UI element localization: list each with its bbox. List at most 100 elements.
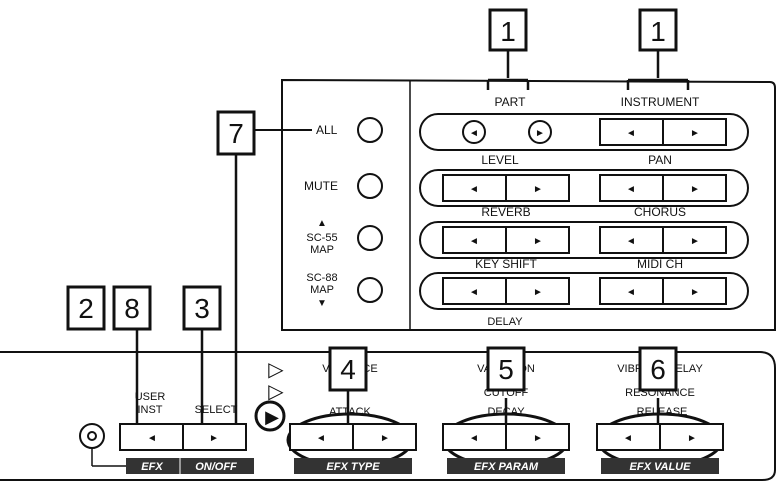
- reverb-buttons: ◄ ►: [442, 226, 570, 254]
- label-part: PART: [495, 95, 527, 109]
- efx-param-right-button[interactable]: ►: [533, 433, 543, 444]
- efx-value-buttons: ◄ ►: [596, 423, 724, 451]
- user-inst-button[interactable]: ◄: [147, 433, 157, 444]
- label-all: ALL: [316, 123, 338, 137]
- lower-panel: [0, 351, 776, 481]
- label-sc55-line1: SC-55: [306, 232, 337, 244]
- label-sc55-line2: MAP: [310, 244, 334, 256]
- label-delay: DELAY: [487, 316, 523, 328]
- instrument-right-button[interactable]: ►: [690, 128, 700, 139]
- svg-text:5: 5: [498, 354, 514, 385]
- callout-1-part: 1: [486, 8, 530, 90]
- up-arrow-icon: ▲: [317, 218, 327, 229]
- callout-3: 3: [182, 285, 222, 430]
- label-instrument: INSTRUMENT: [621, 95, 700, 109]
- level-left-button[interactable]: ◄: [469, 184, 479, 195]
- efx-value-right-button[interactable]: ►: [687, 433, 697, 444]
- sc55-map-button[interactable]: [357, 225, 383, 251]
- callout-6: 6: [638, 346, 678, 392]
- svg-text:EFX PARAM: EFX PARAM: [474, 461, 539, 473]
- power-knob[interactable]: [79, 423, 105, 449]
- svg-text:ON/OFF: ON/OFF: [195, 461, 237, 473]
- midi-ch-buttons: ◄ ►: [599, 277, 727, 305]
- select-button[interactable]: ►: [209, 433, 219, 444]
- play-icon: ▶: [265, 407, 279, 427]
- right-arrow-icon: ►: [535, 128, 545, 139]
- part-right-button[interactable]: ►: [528, 120, 552, 144]
- label-chorus: CHORUS: [634, 205, 686, 219]
- efx-param-buttons: ◄ ►: [442, 423, 570, 451]
- svg-text:6: 6: [650, 354, 666, 385]
- upper-panel: [281, 78, 776, 331]
- label-level: LEVEL: [481, 153, 519, 167]
- label-midi-ch: MIDI CH: [637, 257, 683, 271]
- label-pan: PAN: [648, 153, 672, 167]
- level-right-button[interactable]: ►: [533, 184, 543, 195]
- pan-right-button[interactable]: ►: [690, 184, 700, 195]
- key-shift-buttons: ◄ ►: [442, 277, 570, 305]
- row-part-instrument: [419, 113, 749, 151]
- hollow-arrow-icon-1: ▷: [268, 359, 284, 381]
- part-left-button[interactable]: ◄: [462, 120, 486, 144]
- svg-text:EFX VALUE: EFX VALUE: [630, 461, 692, 473]
- key-shift-left-button[interactable]: ◄: [469, 287, 479, 298]
- label-cutoff: CUTOFF: [484, 387, 529, 399]
- play-button[interactable]: ▶: [254, 400, 286, 432]
- pan-buttons: ◄ ►: [599, 174, 727, 202]
- row-level-pan: [419, 169, 749, 207]
- mute-button[interactable]: [357, 173, 383, 199]
- svg-text:EFX TYPE: EFX TYPE: [326, 461, 380, 473]
- label-inst: INST: [137, 404, 162, 416]
- efx-type-left-button[interactable]: ◄: [316, 433, 326, 444]
- label-key-shift: KEY SHIFT: [475, 257, 537, 271]
- callout-5: 5: [486, 346, 526, 392]
- callout-1-instrument: 1: [626, 8, 690, 90]
- efx-type-buttons: ◄ ►: [289, 423, 417, 451]
- midi-ch-left-button[interactable]: ◄: [626, 287, 636, 298]
- instrument-left-button[interactable]: ◄: [626, 128, 636, 139]
- efx-type-right-button[interactable]: ►: [380, 433, 390, 444]
- user-select-buttons: ◄ ►: [119, 423, 247, 451]
- label-sc88-line1: SC-88: [306, 272, 337, 284]
- svg-text:1: 1: [500, 16, 516, 47]
- svg-text:2: 2: [78, 293, 94, 324]
- chorus-buttons: ◄ ►: [599, 226, 727, 254]
- label-sc88-line2: MAP: [310, 284, 334, 296]
- row-keyshift-midich: [419, 272, 749, 310]
- svg-text:7: 7: [228, 118, 244, 149]
- efx-param-left-button[interactable]: ◄: [469, 433, 479, 444]
- row-reverb-chorus: [419, 221, 749, 259]
- callout-8: 8: [112, 285, 152, 428]
- level-buttons: ◄ ►: [442, 174, 570, 202]
- efx-type-tag: EFX TYPE: [294, 458, 412, 474]
- instrument-buttons: ◄ ►: [599, 118, 727, 146]
- label-mute: MUTE: [304, 179, 338, 193]
- left-arrow-icon: ◄: [469, 128, 479, 139]
- pan-left-button[interactable]: ◄: [626, 184, 636, 195]
- sc88-map-button[interactable]: [357, 277, 383, 303]
- efx-value-left-button[interactable]: ◄: [623, 433, 633, 444]
- label-resonance: RESONANCE: [625, 387, 695, 399]
- key-shift-right-button[interactable]: ►: [533, 287, 543, 298]
- reverb-left-button[interactable]: ◄: [469, 236, 479, 247]
- all-button[interactable]: [357, 117, 383, 143]
- label-reverb: REVERB: [481, 205, 530, 219]
- callout-2: 2: [66, 285, 106, 331]
- midi-ch-right-button[interactable]: ►: [690, 287, 700, 298]
- svg-text:3: 3: [194, 293, 210, 324]
- chorus-left-button[interactable]: ◄: [626, 236, 636, 247]
- efx-param-tag: EFX PARAM: [447, 458, 565, 474]
- label-user: USER: [135, 391, 166, 403]
- label-select: SELECT: [195, 404, 238, 416]
- reverb-right-button[interactable]: ►: [533, 236, 543, 247]
- callout-4: 4: [328, 346, 368, 428]
- chorus-right-button[interactable]: ►: [690, 236, 700, 247]
- svg-text:8: 8: [124, 293, 140, 324]
- svg-text:4: 4: [340, 354, 356, 385]
- svg-text:1: 1: [650, 16, 666, 47]
- svg-text:EFX: EFX: [141, 461, 163, 473]
- hollow-arrow-icon-2: ▷: [268, 381, 284, 403]
- label-decay: DECAY: [487, 406, 525, 418]
- callout-7: 7: [216, 110, 312, 430]
